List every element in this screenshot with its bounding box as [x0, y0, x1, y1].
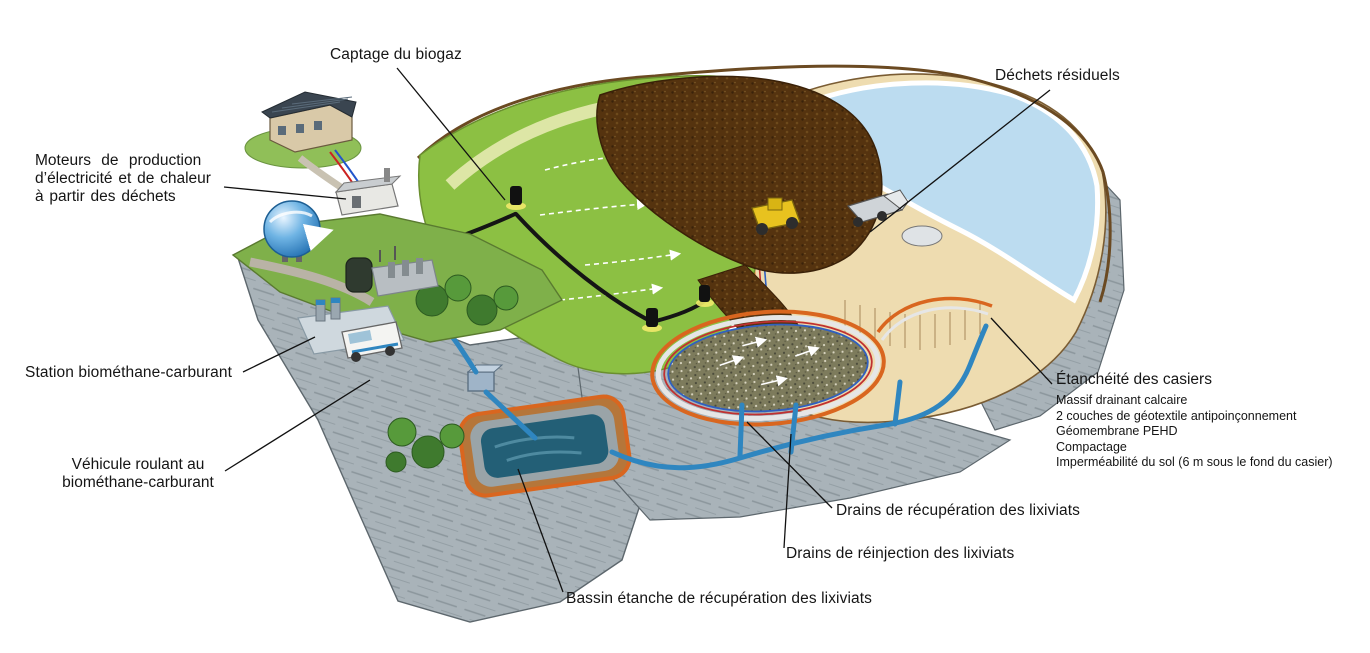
leader-captage — [396, 67, 506, 201]
collector-box — [466, 364, 504, 392]
gas-treatment-unit — [345, 246, 439, 297]
label-moteurs-line3: à partir des déchets — [35, 188, 176, 205]
leader-moteurs — [223, 186, 347, 200]
leader-dechets — [869, 89, 1051, 233]
active-cell — [650, 309, 886, 427]
label-etancheite-item: Imperméabilité du sol (6 m sous le fond … — [1056, 455, 1333, 469]
biomethane-van — [341, 321, 403, 362]
label-drains-reinjection: Drains de réinjection des lixiviats — [786, 545, 1015, 562]
label-drains-recuperation: Drains de récupération des lixiviats — [836, 502, 1080, 519]
bowl-outer-rim — [416, 64, 1112, 303]
label-etancheite-item: 2 couches de géotextile antipoinçonnemen… — [1056, 408, 1297, 423]
leader-vehicule — [224, 379, 371, 472]
cell-rim-right — [876, 296, 993, 334]
tank — [901, 225, 943, 247]
label-etancheite: Étanchéité des casiers Massif drainant c… — [1056, 371, 1333, 471]
cell-flow-arrows — [719, 336, 820, 387]
compactor — [751, 197, 801, 235]
label-etancheite-item: Géomembrane PEHD — [1056, 424, 1178, 438]
dump-truck — [846, 189, 943, 247]
trees — [385, 274, 519, 473]
flow-arrow — [302, 224, 334, 251]
gas-sphere — [263, 200, 334, 262]
engine-building — [334, 168, 402, 216]
label-station-biomethane: Station biométhane-carburant — [25, 364, 233, 381]
leader-station — [242, 336, 316, 373]
leader-lines — [223, 67, 1053, 593]
leader-bassin — [517, 468, 564, 593]
label-captage-biogaz: Captage du biogaz — [330, 46, 462, 63]
house — [244, 91, 362, 193]
label-etancheite-item: Massif drainant calcaire — [1056, 393, 1188, 407]
solar-roof — [261, 91, 357, 119]
access-road — [249, 257, 375, 306]
label-vehicule-line2: biométhane-carburant — [62, 474, 214, 491]
label-moteurs-line2: d’électricité et de chaleur — [35, 170, 211, 187]
leachate-pond — [457, 394, 632, 498]
gas-wellheads — [506, 186, 714, 332]
label-moteurs-line1: Moteurs de production — [35, 152, 202, 169]
label-etancheite-item: Compactage — [1056, 439, 1127, 454]
label-moteurs: Moteurs de production d’électricité et d… — [35, 152, 211, 206]
label-dechets-residuels: Déchets résiduels — [995, 67, 1120, 84]
leader-drains-reinj — [783, 433, 792, 549]
label-bassin: Bassin étanche de récupération des lixiv… — [566, 590, 872, 607]
leader-etancheite — [990, 317, 1053, 385]
label-vehicule: Véhicule roulant au biométhane-carburant — [52, 456, 224, 492]
label-etancheite-title: Étanchéité des casiers — [1056, 371, 1212, 388]
label-vehicule-line1: Véhicule roulant au — [71, 456, 205, 473]
